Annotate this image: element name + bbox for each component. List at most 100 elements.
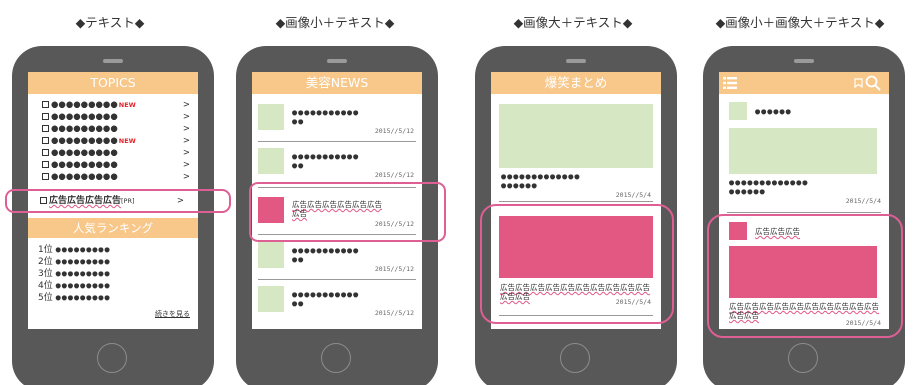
article-date: 2015//5/4 <box>615 298 651 306</box>
article-title: ●● <box>292 255 305 265</box>
rank-item[interactable]: 3位 ●●●●●●●●● <box>38 269 111 279</box>
chevron-right-icon: > <box>182 124 190 134</box>
ad-topic-item[interactable]: 広告広告広告広告[PR]> <box>40 196 190 207</box>
more-link[interactable]: 続きを見る <box>155 310 190 318</box>
ad-article-item[interactable]: 広告広告広告広告広告広告広告広告広告広告広告広告 2015//5/4 <box>491 204 661 314</box>
topic-item[interactable]: ●●●●●●●●●> <box>42 160 192 171</box>
checkbox-icon <box>42 112 49 120</box>
bookmark-icon[interactable] <box>854 78 863 88</box>
article-item[interactable]: ●●●●●●●●●●●●● ●●●●●● 2015//5/4 <box>491 100 661 200</box>
article-date: 2015//5/12 <box>374 220 414 228</box>
article-title: ●● <box>292 161 305 171</box>
phone-speaker <box>103 59 123 63</box>
ad-highlight-frame <box>480 204 674 324</box>
divider <box>258 279 416 280</box>
article-title: ●●●●●●●●●●● <box>292 152 360 162</box>
checkbox-icon <box>42 160 49 168</box>
pr-tag: [PR] <box>121 197 135 205</box>
ad-text: 広告広告広告広告広告広告広告広告広告広告広告広告 <box>729 302 879 320</box>
rank-item[interactable]: 1位 ●●●●●●●●● <box>38 245 111 255</box>
article-date: 2015//5/12 <box>374 127 414 135</box>
divider <box>499 315 653 316</box>
home-button[interactable] <box>560 343 590 373</box>
phone-speaker <box>566 59 586 63</box>
column-title-text: ◆テキスト◆ <box>75 15 145 30</box>
phone-speaker <box>794 59 814 63</box>
home-button[interactable] <box>321 343 351 373</box>
ad-article-item[interactable]: 広告広告広告 広告広告広告広告広告広告広告広告広告広告広告広告 2015//5/… <box>719 216 889 328</box>
phone-screen: TOPICS ●●●●●●●●●NEW> ●●●●●●●●●> ●●●●●●●●… <box>28 72 198 329</box>
article-date: 2015//5/4 <box>615 191 651 199</box>
divider <box>499 201 653 202</box>
app-header <box>719 72 889 94</box>
article-title: ●●●●●●●●●●●●● <box>729 178 809 188</box>
divider <box>258 187 416 188</box>
article-title: ●●●●●●●●●●● <box>292 108 360 118</box>
rank-item[interactable]: 2位 ●●●●●●●●● <box>38 257 111 267</box>
checkbox-icon <box>42 136 49 144</box>
topic-item[interactable]: ●●●●●●●●●NEW> <box>42 136 192 147</box>
ad-large-image <box>499 216 653 278</box>
topic-item[interactable]: ●●●●●●●●●> <box>42 112 192 123</box>
rank-item[interactable]: 5位 ●●●●●●●●● <box>38 293 111 303</box>
article-thumbnail <box>258 286 284 312</box>
article-title: ●●●●●●●●●●●●● <box>501 172 581 182</box>
article-item[interactable]: ●●●●●● ●●●●●●●●●●●●● ●●●●●● 2015//5/4 <box>719 98 889 208</box>
phone-screen: ●●●●●● ●●●●●●●●●●●●● ●●●●●● 2015//5/4 広告… <box>719 72 889 329</box>
ad-article-item[interactable]: 広告広告広告広告広告広告広告 2015//5/12 <box>252 190 422 230</box>
article-large-image <box>499 104 653 168</box>
ranking-header: 人気ランキング <box>28 218 198 238</box>
topic-item[interactable]: ●●●●●●●●●> <box>42 172 192 183</box>
ad-thumbnail <box>729 222 747 240</box>
checkbox-icon <box>42 172 49 180</box>
article-thumbnail <box>258 242 284 268</box>
ad-highlight-frame <box>5 189 231 213</box>
phone-screen: 美容NEWS ●●●●●●●●●●● ●● 2015//5/12 ●●●●●●●… <box>252 72 422 329</box>
home-button[interactable] <box>788 343 818 373</box>
phone-speaker <box>327 59 347 63</box>
checkbox-icon <box>42 124 49 132</box>
article-item[interactable]: ●●●●●●●●●●● ●● 2015//5/12 <box>252 100 422 138</box>
menu-icon[interactable] <box>723 76 737 90</box>
ad-highlight-frame <box>707 214 903 338</box>
phone-text-layout: TOPICS ●●●●●●●●●NEW> ●●●●●●●●●> ●●●●●●●●… <box>12 46 214 385</box>
divider <box>258 141 416 142</box>
topic-item[interactable]: ●●●●●●●●●> <box>42 124 192 135</box>
divider <box>727 212 881 213</box>
article-title: ●●●●●● <box>729 187 766 197</box>
article-title: ●● <box>292 299 305 309</box>
article-item[interactable]: ●●●●●●●●●●● ●● 2015//5/12 <box>252 238 422 276</box>
article-item[interactable]: ●●●●●●●●●●● ●● 2015//5/12 <box>252 282 422 320</box>
search-icon[interactable] <box>865 75 881 91</box>
topic-item[interactable]: ●●●●●●●●●> <box>42 148 192 159</box>
column-title-large-image: ◆画像大＋テキスト◆ <box>513 15 633 30</box>
topics-header: TOPICS <box>28 72 198 94</box>
article-date: 2015//5/4 <box>845 197 881 205</box>
ad-title: 広告広告広告 <box>755 227 800 236</box>
article-item[interactable]: ●●●●●●●●●●● ●● 2015//5/12 <box>252 144 422 182</box>
ad-highlight-frame <box>249 182 446 242</box>
article-date: 2015//5/12 <box>374 171 414 179</box>
ad-thumbnail <box>258 197 284 223</box>
article-thumbnail <box>729 102 747 120</box>
chevron-right-icon: > <box>182 172 190 182</box>
home-button[interactable] <box>97 343 127 373</box>
rank-item[interactable]: 4位 ●●●●●●●●● <box>38 281 111 291</box>
chevron-right-icon: > <box>182 148 190 158</box>
article-date: 2015//5/4 <box>845 319 881 327</box>
ad-large-image <box>729 246 877 298</box>
new-badge: NEW <box>118 101 136 109</box>
article-title: ●●●●●●●●●●● <box>292 246 360 256</box>
article-date: 2015//5/12 <box>374 309 414 317</box>
topic-item[interactable]: ●●●●●●●●●NEW> <box>42 100 192 111</box>
divider <box>258 234 416 235</box>
ad-text: 広告広告広告広告広告広告広告広告広告広告広告広告 <box>500 283 650 301</box>
matome-header: 爆笑まとめ <box>491 72 661 94</box>
phone-screen: 爆笑まとめ ●●●●●●●●●●●●● ●●●●●● 2015//5/4 広告広… <box>491 72 661 329</box>
chevron-right-icon: > <box>182 112 190 122</box>
chevron-right-icon: > <box>182 160 190 170</box>
article-large-image <box>729 128 877 174</box>
article-title: ●● <box>292 117 305 127</box>
checkbox-icon <box>42 100 49 108</box>
chevron-right-icon: > <box>182 136 190 146</box>
